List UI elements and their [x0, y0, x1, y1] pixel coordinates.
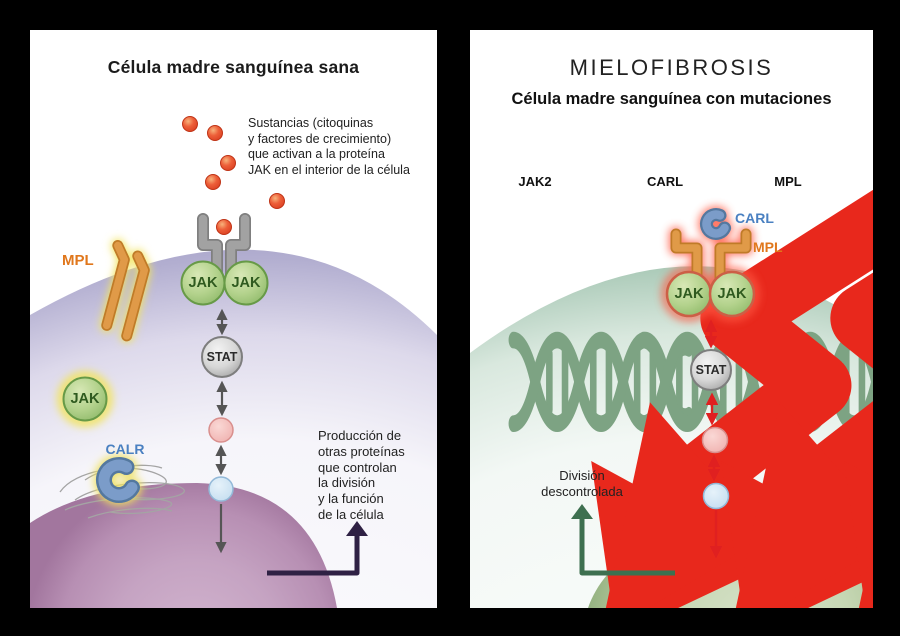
blue-messenger [702, 482, 730, 510]
panel-subtitle: Célula madre sanguínea con mutaciones [511, 90, 832, 108]
cytokine-dots [182, 116, 285, 235]
myelofibrosis-panel: MIELOFIBROSIS Célula madre sanguínea con… [470, 30, 873, 608]
panel-title: Célula madre sanguínea sana [107, 57, 360, 77]
healthy-cell-illustration [30, 116, 437, 608]
mutated-mpl-receptor [670, 228, 752, 298]
mpl-label: MPL [62, 252, 94, 269]
panel-title: MIELOFIBROSIS [569, 55, 774, 80]
blue-messenger [208, 476, 234, 502]
carl-protein-label: CARL [735, 210, 774, 226]
pink-messenger [208, 417, 234, 443]
mpl-receptor [101, 239, 150, 342]
stat-label: STAT [695, 363, 727, 377]
jak-right-label: JAK [717, 286, 747, 302]
healthy-cell-panel: Célula madre sanguínea sana Sustancias (… [30, 30, 437, 608]
overactive-signal-arrows [704, 319, 723, 559]
calr-protein [96, 457, 140, 503]
cytokine-dot [205, 174, 221, 190]
cytokines-note: Sustancias (citoquinas y factores de cre… [248, 116, 410, 177]
mutated-carl-protein [700, 208, 732, 240]
cytokine-dot [269, 193, 285, 209]
gene-label-carl: CARL [646, 174, 684, 189]
stat-protein [690, 349, 732, 391]
jak-pair [180, 260, 269, 306]
gene-label-mpl: MPL [774, 174, 802, 189]
stat-protein [201, 336, 243, 378]
cytokine-dot [182, 116, 198, 132]
cytokine-dot-bound [216, 219, 232, 235]
gene-label-jak2: JAK2 [518, 174, 552, 189]
jak-free-label: JAK [70, 391, 100, 407]
mutated-cell-illustration [470, 198, 873, 608]
jak-left-label: JAK [188, 275, 218, 291]
calr-label: CALR [105, 441, 145, 457]
mpl-protein-label: MPL [753, 239, 783, 255]
pink-messenger [701, 426, 729, 454]
jak-pair-mutated [665, 270, 756, 318]
jak-free [62, 376, 108, 422]
cytokine-dot [207, 125, 223, 141]
stat-label: STAT [206, 350, 238, 364]
division-arrow [571, 504, 675, 576]
signal-arrows [215, 308, 228, 554]
jak-left-label: JAK [674, 286, 704, 302]
jak-right-label: JAK [231, 275, 261, 291]
division-note: División descontrolada [541, 468, 623, 499]
cell-nucleus [30, 483, 337, 608]
production-arrow [267, 521, 368, 576]
production-note: Producción de otras proteínas que contro… [318, 428, 405, 522]
cytokine-dot [220, 155, 236, 171]
